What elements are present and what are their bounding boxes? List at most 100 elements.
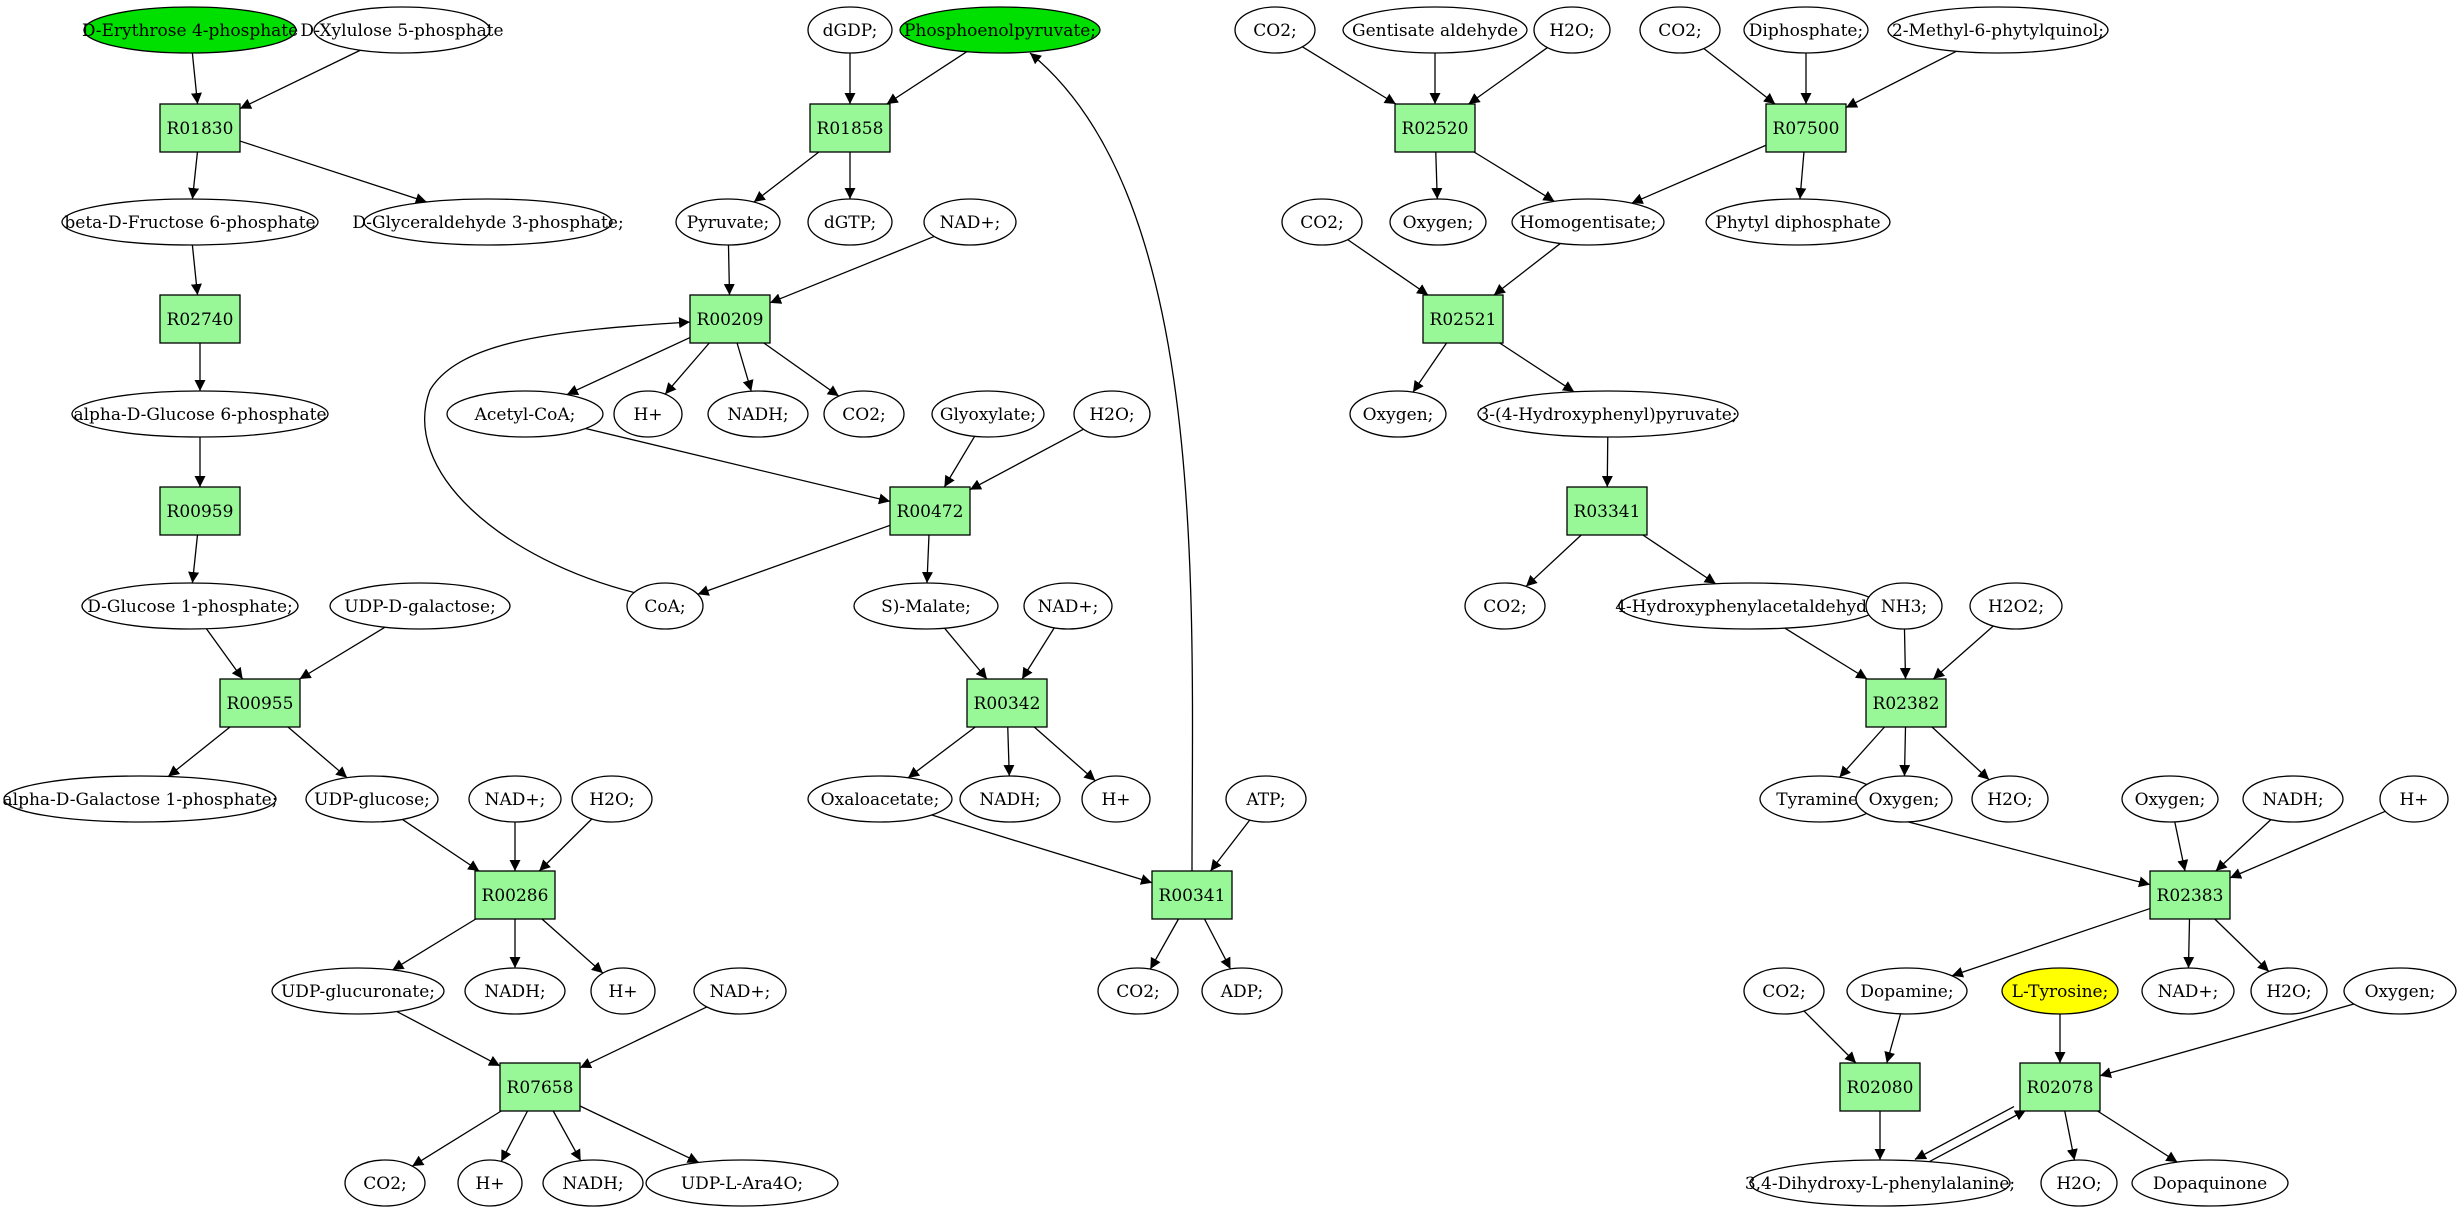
metabolite-m47[interactable]: Homogentisate; xyxy=(1511,198,1665,246)
edge-m47-r14 xyxy=(1493,242,1561,296)
metabolite-m5[interactable]: alpha-D-Glucose 6-phosphate xyxy=(71,390,329,438)
metabolite-m26[interactable]: H+ xyxy=(613,390,683,438)
metabolite-m66[interactable]: H2O; xyxy=(2250,967,2328,1015)
metabolite-m10[interactable]: NAD+; xyxy=(468,775,562,823)
metabolite-m22[interactable]: Pyruvate; xyxy=(675,198,781,246)
metabolite-m29[interactable]: Glyoxylate; xyxy=(931,390,1045,438)
metabolite-m33[interactable]: NAD+; xyxy=(1023,582,1113,630)
metabolite-m17[interactable]: H+ xyxy=(457,1159,523,1207)
reaction-R02382[interactable]: R02382 xyxy=(1865,678,1947,728)
metabolite-shape xyxy=(1749,1159,2011,1207)
metabolite-m25[interactable]: Acetyl-CoA; xyxy=(446,390,604,438)
metabolite-m54[interactable]: NH3; xyxy=(1865,582,1943,630)
metabolite-m30[interactable]: H2O; xyxy=(1073,390,1151,438)
metabolite-m57[interactable]: Oxygen; xyxy=(1855,775,1953,823)
metabolite-label: H2O; xyxy=(2056,1174,2101,1194)
metabolite-m27[interactable]: NADH; xyxy=(707,390,809,438)
metabolite-m13[interactable]: NADH; xyxy=(464,967,566,1015)
metabolite-m68[interactable]: 3,4-Dihydroxy-L-phenylalanine; xyxy=(1745,1159,2015,1207)
reaction-R02383[interactable]: R02383 xyxy=(2149,870,2231,920)
metabolite-m49[interactable]: CO2; xyxy=(1281,198,1363,246)
metabolite-m28[interactable]: CO2; xyxy=(823,390,905,438)
metabolite-m18[interactable]: NADH; xyxy=(542,1159,644,1207)
metabolite-m58[interactable]: H2O; xyxy=(1971,775,2049,823)
reaction-R02740[interactable]: R02740 xyxy=(159,294,241,344)
metabolite-m62[interactable]: CO2; xyxy=(1743,967,1825,1015)
metabolite-m31[interactable]: CoA; xyxy=(626,582,704,630)
metabolite-m36[interactable]: H+ xyxy=(1081,775,1151,823)
metabolite-m45[interactable]: 2-Methyl-6-phytylquinol; xyxy=(1887,6,2109,54)
metabolite-m70[interactable]: Dopaquinone xyxy=(2131,1159,2289,1207)
edge-m59-r17 xyxy=(2174,821,2189,872)
metabolite-m19[interactable]: UDP-L-Ara4O; xyxy=(645,1159,839,1207)
metabolite-m14[interactable]: H+ xyxy=(590,967,656,1015)
metabolite-m12[interactable]: UDP-glucuronate; xyxy=(271,967,445,1015)
metabolite-m11[interactable]: H2O; xyxy=(571,775,653,823)
metabolite-label: Oxygen; xyxy=(1403,213,1474,233)
reaction-R07658[interactable]: R07658 xyxy=(499,1062,581,1112)
metabolite-m44[interactable]: Diphosphate; xyxy=(1743,6,1869,54)
metabolite-m38[interactable]: CO2; xyxy=(1097,967,1179,1015)
reaction-R00209[interactable]: R00209 xyxy=(689,294,771,344)
metabolite-m6[interactable]: D-Glucose 1-phosphate; xyxy=(81,582,299,630)
metabolite-m55[interactable]: H2O2; xyxy=(1969,582,2063,630)
metabolite-m53[interactable]: 4-Hydroxyphenylacetaldehyde; xyxy=(1615,582,1883,630)
metabolite-m50[interactable]: Oxygen; xyxy=(1349,390,1447,438)
metabolite-m46[interactable]: Oxygen; xyxy=(1389,198,1487,246)
metabolite-m37[interactable]: ATP; xyxy=(1225,775,1307,823)
reaction-R00955[interactable]: R00955 xyxy=(219,678,301,728)
metabolite-m8[interactable]: alpha-D-Galactose 1-phosphate; xyxy=(3,775,278,823)
metabolite-m15[interactable]: NAD+; xyxy=(693,967,787,1015)
metabolite-m67[interactable]: Oxygen; xyxy=(2343,967,2457,1015)
metabolite-m39[interactable]: ADP; xyxy=(1201,967,1283,1015)
reaction-box xyxy=(2149,870,2231,920)
metabolite-m63[interactable]: Dopamine; xyxy=(1846,967,1968,1015)
metabolite-m3[interactable]: beta-D-Fructose 6-phosphate xyxy=(61,198,319,246)
reaction-R07500[interactable]: R07500 xyxy=(1765,103,1847,153)
metabolite-label: L-Tyrosine; xyxy=(2012,982,2109,1002)
metabolite-m1[interactable]: D-Erythrose 4-phosphate xyxy=(82,6,298,54)
metabolite-m43[interactable]: CO2; xyxy=(1639,6,1721,54)
reaction-R00286[interactable]: R00286 xyxy=(474,870,556,920)
metabolite-shape xyxy=(1023,582,1113,630)
metabolite-m59[interactable]: Oxygen; xyxy=(2121,775,2219,823)
metabolite-m2[interactable]: D-Xylulose 5-phosphate xyxy=(300,6,504,54)
metabolite-m41[interactable]: Gentisate aldehyde xyxy=(1342,6,1528,54)
reaction-R02078[interactable]: R02078 xyxy=(2019,1062,2101,1112)
reaction-R00342[interactable]: R00342 xyxy=(966,678,1048,728)
metabolite-m20[interactable]: dGDP; xyxy=(807,6,893,54)
metabolite-shape xyxy=(807,6,893,54)
reaction-R01830[interactable]: R01830 xyxy=(159,103,241,153)
metabolite-m35[interactable]: NADH; xyxy=(959,775,1061,823)
metabolite-m51[interactable]: 3-(4-Hydroxyphenyl)pyruvate; xyxy=(1477,390,1739,438)
metabolite-m40[interactable]: CO2; xyxy=(1234,6,1316,54)
metabolite-label: NADH; xyxy=(979,790,1040,810)
metabolite-m65[interactable]: NAD+; xyxy=(2141,967,2235,1015)
metabolite-label: alpha-D-Galactose 1-phosphate; xyxy=(3,790,278,810)
reaction-R02521[interactable]: R02521 xyxy=(1422,294,1504,344)
metabolite-m69[interactable]: H2O; xyxy=(2040,1159,2118,1207)
reaction-R00959[interactable]: R00959 xyxy=(159,486,241,536)
metabolite-m52[interactable]: CO2; xyxy=(1464,582,1546,630)
metabolite-m64[interactable]: L-Tyrosine; xyxy=(2001,967,2119,1015)
metabolite-m34[interactable]: Oxaloacetate; xyxy=(807,775,953,823)
metabolite-m60[interactable]: NADH; xyxy=(2242,775,2344,823)
metabolite-m61[interactable]: H+ xyxy=(2379,775,2449,823)
reaction-R01858[interactable]: R01858 xyxy=(809,103,891,153)
metabolite-m42[interactable]: H2O; xyxy=(1533,6,1611,54)
metabolite-m24[interactable]: NAD+; xyxy=(923,198,1017,246)
reaction-R02520[interactable]: R02520 xyxy=(1394,103,1476,153)
reaction-R00472[interactable]: R00472 xyxy=(889,486,971,536)
reaction-R02080[interactable]: R02080 xyxy=(1839,1062,1921,1112)
metabolite-m21[interactable]: Phosphoenolpyruvate; xyxy=(899,6,1101,54)
metabolite-m32[interactable]: S)-Malate; xyxy=(853,582,999,630)
metabolite-m23[interactable]: dGTP; xyxy=(807,198,893,246)
metabolite-m4[interactable]: D-Glyceraldehyde 3-phosphate; xyxy=(352,198,624,246)
metabolite-m48[interactable]: Phytyl diphosphate xyxy=(1705,198,1891,246)
reaction-R00341[interactable]: R00341 xyxy=(1151,870,1233,920)
metabolite-m7[interactable]: UDP-D-galactose; xyxy=(329,582,511,630)
metabolite-m16[interactable]: CO2; xyxy=(344,1159,426,1207)
metabolite-m9[interactable]: UDP-glucose; xyxy=(305,775,439,823)
reaction-box xyxy=(1566,486,1648,536)
reaction-R03341[interactable]: R03341 xyxy=(1566,486,1648,536)
